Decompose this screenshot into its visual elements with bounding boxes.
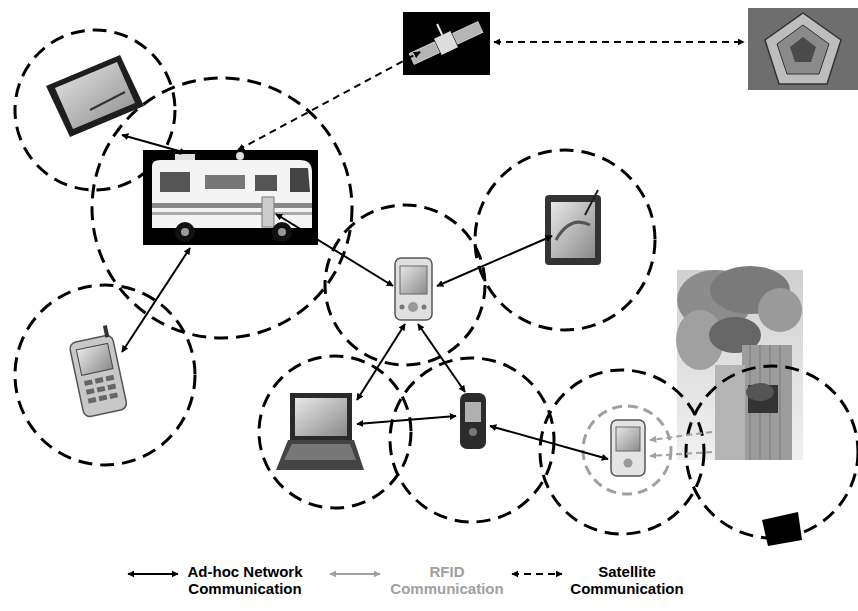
satellite-links <box>238 42 744 150</box>
pentagon-photo <box>748 8 858 90</box>
legend-line-sample <box>330 573 380 575</box>
building-corner <box>762 512 802 546</box>
satellite-icon <box>403 8 490 75</box>
rfid-range-circle <box>583 406 671 494</box>
pda-icon <box>395 258 432 320</box>
legend-line-sample <box>512 573 562 575</box>
range-circles <box>15 30 858 538</box>
rfid-reader-pda-icon <box>611 420 645 476</box>
rfid-links <box>650 432 712 456</box>
laptop-icon <box>276 393 364 470</box>
legend-label: Ad-hoc Network Communication <box>179 564 311 597</box>
smartphone-icon <box>67 324 128 417</box>
tablet-pc-icon <box>545 190 601 265</box>
legend-line-sample <box>128 573 178 575</box>
cellphone-icon <box>460 393 486 449</box>
legend-label: RFID Communication <box>386 564 508 597</box>
command-vehicle-icon <box>143 150 318 245</box>
adhoc-links <box>122 135 608 459</box>
legend-label: Satellite Communication <box>564 564 690 597</box>
tower-photo <box>676 266 803 460</box>
tablet-icon <box>46 55 144 137</box>
